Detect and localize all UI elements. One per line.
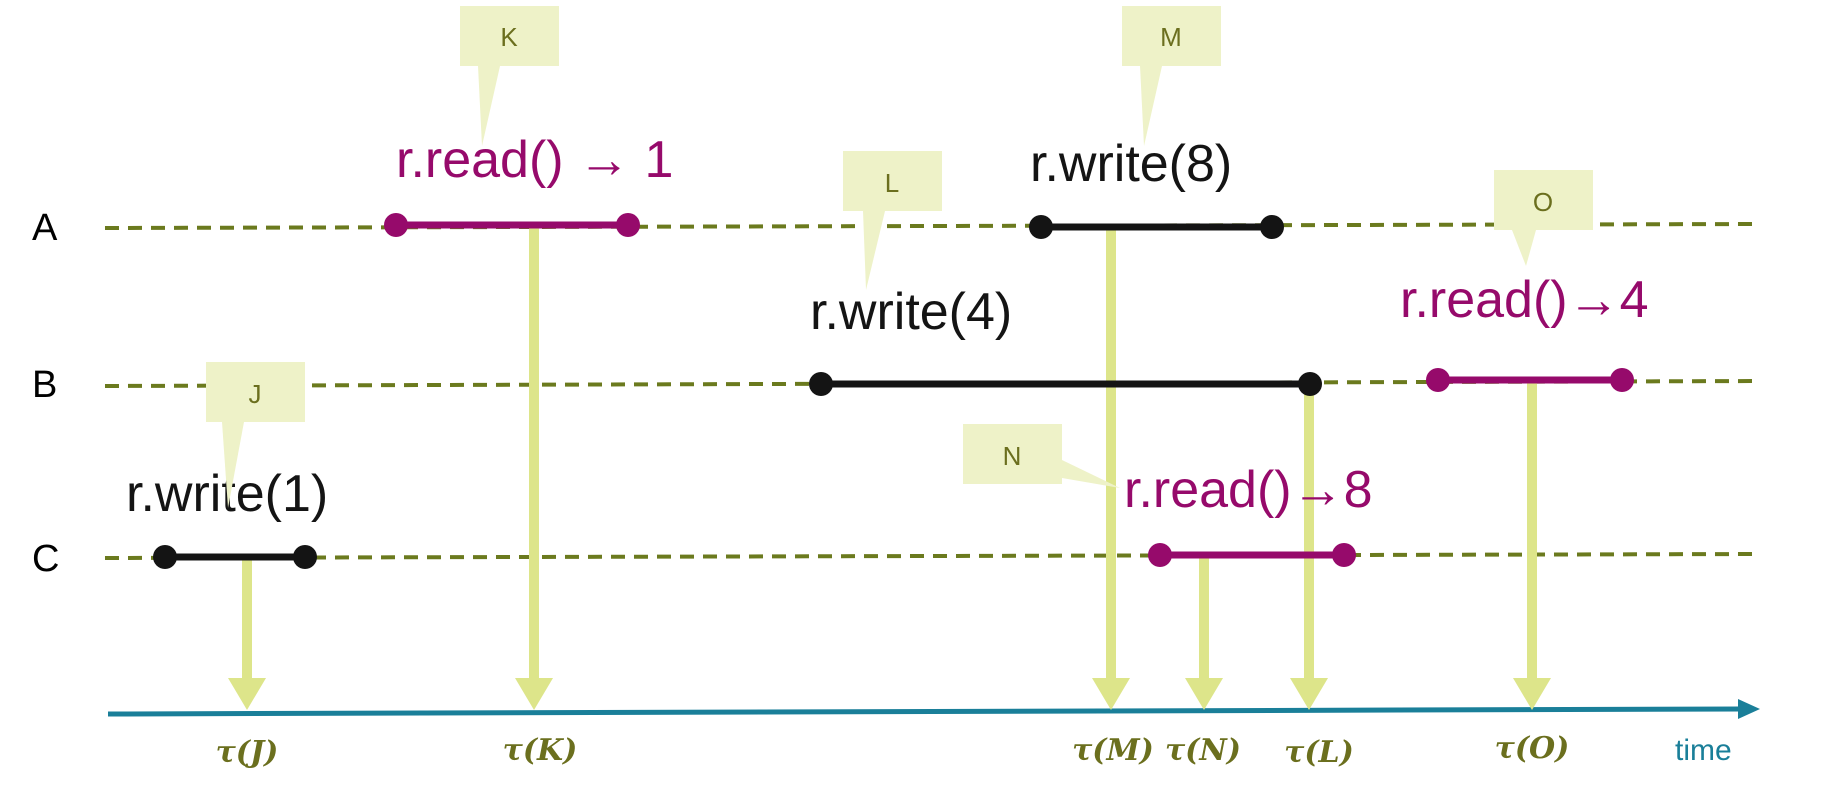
operation-label-O: r.read()→4 (1400, 271, 1649, 329)
callout-L: L (843, 151, 942, 290)
callout-label-N: N (1003, 441, 1022, 471)
tau-label-O: τ(O) (1495, 731, 1570, 766)
projection-arrow-O (1513, 380, 1551, 710)
projection-arrow-K (515, 226, 553, 710)
time-axis-label: time (1675, 734, 1732, 767)
process-label-C: C (32, 538, 59, 580)
operation-label-K: r.read() → 1 (396, 131, 673, 189)
time-axis-arrowhead (1738, 699, 1760, 719)
callout-N: N (963, 424, 1120, 488)
callout-K: K (460, 6, 559, 146)
process-label-A: A (32, 207, 58, 249)
projection-arrow-J (228, 560, 266, 710)
tau-label-L: τ(L) (1284, 735, 1354, 770)
interval-O-read (1426, 368, 1634, 392)
tau-label-J: τ(J) (216, 735, 279, 770)
time-axis (107, 699, 1760, 719)
callouts: K M L O J N (206, 6, 1593, 508)
interval-J-write (153, 545, 317, 569)
projection-arrow-M (1092, 226, 1130, 710)
operation-label-L: r.write(4) (810, 283, 1012, 341)
operation-label-N: r.read()→8 (1124, 461, 1373, 519)
projection-arrow-N (1185, 556, 1223, 710)
callout-J: J (206, 362, 305, 508)
interval-K-read (384, 213, 640, 237)
callout-label-O: O (1533, 187, 1553, 217)
callout-label-L: L (885, 168, 899, 198)
process-label-B: B (32, 364, 57, 406)
operation-label-M: r.write(8) (1030, 135, 1232, 193)
tau-label-N: τ(N) (1165, 733, 1241, 768)
tau-label-M: τ(M) (1072, 733, 1154, 768)
operation-intervals (153, 213, 1634, 569)
interval-L-write (809, 372, 1322, 396)
timeline-C (104, 552, 1761, 560)
projection-arrows (228, 226, 1551, 710)
interval-M-write (1029, 215, 1284, 239)
callout-O: O (1494, 170, 1593, 266)
interval-N-read (1148, 543, 1356, 567)
projection-arrow-L (1290, 384, 1328, 710)
callout-M: M (1122, 6, 1221, 146)
time-axis-line (107, 706, 1743, 717)
callout-label-M: M (1160, 22, 1182, 52)
callout-label-J: J (249, 379, 262, 409)
tau-label-K: τ(K) (503, 733, 578, 768)
callout-label-K: K (500, 22, 518, 52)
